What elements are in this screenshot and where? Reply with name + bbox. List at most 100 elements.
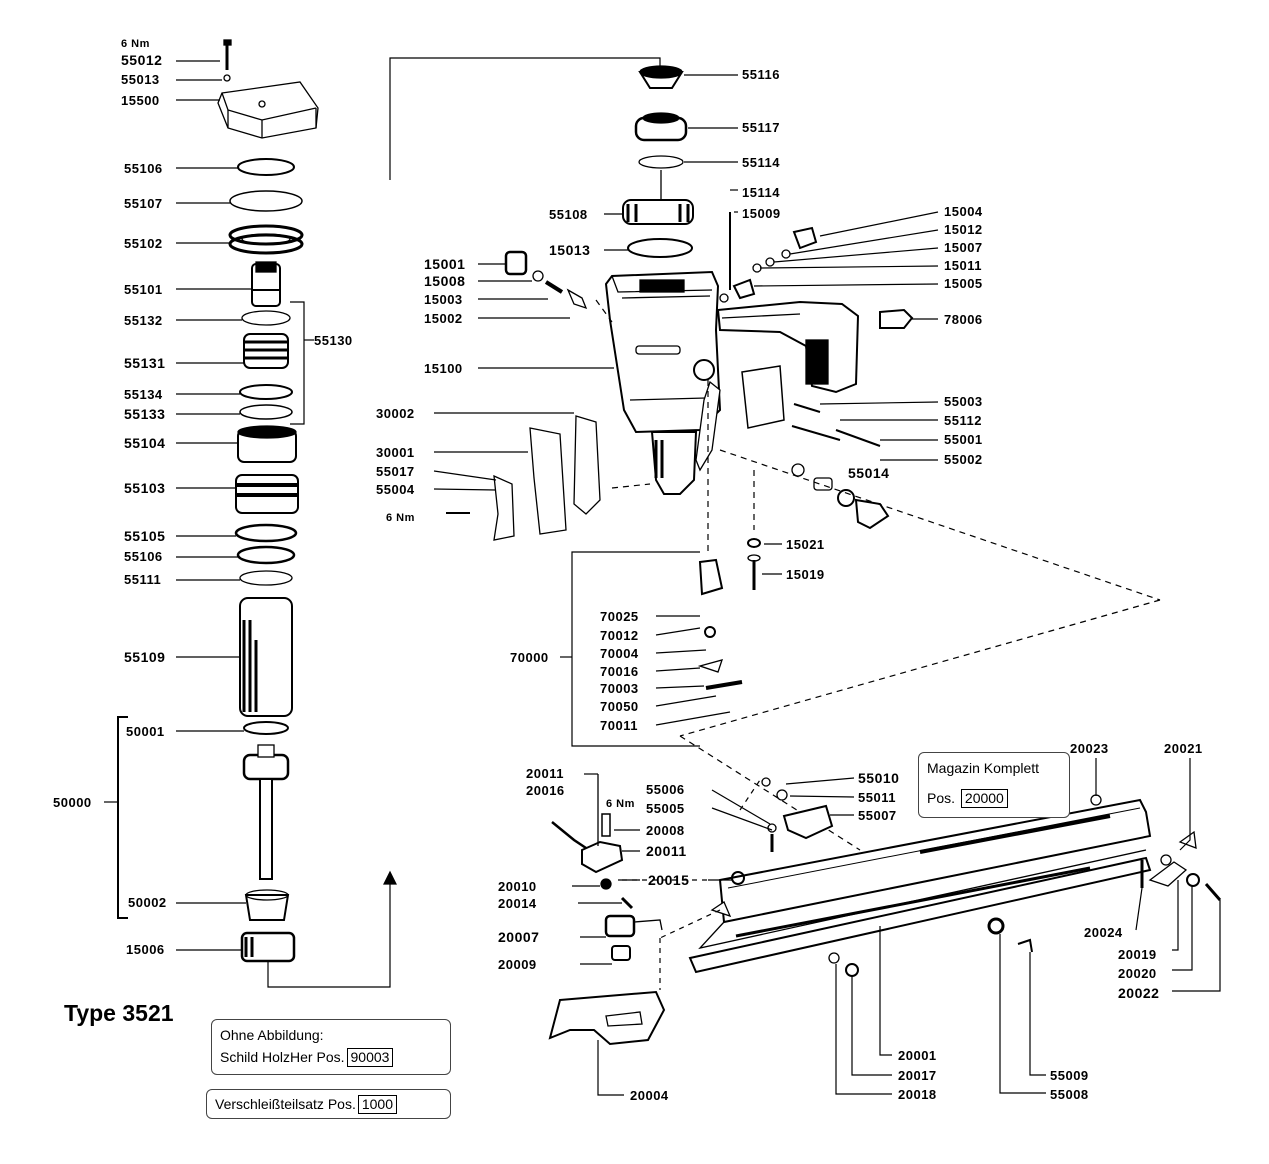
left-leader-lines: [104, 57, 661, 988]
magazine-pos-label: Pos.: [927, 790, 956, 806]
part-label-55109: 55109: [124, 649, 166, 665]
part-label-20008: 20008: [646, 823, 685, 838]
part-label-55103: 55103: [124, 480, 166, 496]
part-label-55114: 55114: [742, 155, 780, 170]
part-label-20017: 20017: [898, 1068, 937, 1083]
part-label-20007: 20007: [498, 929, 540, 945]
diagram-title: Type 3521: [64, 1000, 174, 1026]
part-label-55002: 55002: [944, 452, 983, 467]
part-label-55133: 55133: [124, 406, 166, 422]
part-label-55010: 55010: [858, 770, 900, 786]
part-label-20011: 20011: [526, 766, 564, 781]
part-label-15006: 15006: [126, 942, 165, 957]
part-label-55112: 55112: [944, 413, 982, 428]
part-label-55111: 55111: [124, 572, 162, 587]
part-label-55006: 55006: [646, 782, 685, 797]
part-label-20024: 20024: [1084, 925, 1123, 940]
part-label-20014: 20014: [498, 896, 537, 911]
part-label-20018: 20018: [898, 1087, 937, 1102]
part-label-15009: 15009: [742, 206, 781, 221]
magazine-box-pos: Pos. 20000: [927, 787, 1061, 809]
part-label-20019: 20019: [1118, 947, 1157, 962]
part-label-20004: 20004: [630, 1088, 669, 1103]
part-label-55101: 55101: [124, 282, 163, 297]
part-label-55013: 55013: [121, 72, 160, 87]
part-label-15100: 15100: [424, 361, 463, 376]
torque-label-mid: 6 Nm: [606, 798, 635, 810]
wear-parts-value: 1000: [357, 1095, 397, 1114]
part-label-55106: 55106: [124, 161, 163, 176]
part-label-20015: 20015: [648, 872, 690, 888]
part-label-50000: 50000: [53, 795, 92, 810]
left-stack-parts: [217, 39, 319, 963]
part-label-55105: 55105: [124, 528, 166, 544]
part-label-30002: 30002: [376, 406, 415, 421]
main-body-parts: [446, 65, 914, 690]
part-label-55007: 55007: [858, 808, 897, 823]
wear-parts-box: Verschleißteilsatz Pos.1000: [206, 1089, 451, 1119]
shield-note-line2: Schild HolzHer Pos.90003: [220, 1046, 442, 1068]
part-label-55011: 55011: [858, 790, 896, 805]
part-label-55132: 55132: [124, 313, 163, 328]
part-label-55102: 55102: [124, 236, 163, 251]
part-label-30001: 30001: [376, 445, 415, 460]
part-label-55004: 55004: [376, 482, 415, 497]
shield-note-box: Ohne Abbildung: Schild HolzHer Pos.90003: [211, 1019, 451, 1075]
part-label-55107: 55107: [124, 196, 163, 211]
part-label-55001: 55001: [944, 432, 983, 447]
shield-pos-value: 90003: [346, 1048, 394, 1067]
part-label-20020: 20020: [1118, 966, 1157, 981]
torque-label-top: 6 Nm: [121, 38, 150, 50]
part-label-15001: 15001: [424, 256, 466, 272]
part-label-15019: 15019: [786, 567, 825, 582]
part-label-50001: 50001: [126, 724, 165, 739]
part-label-70025: 70025: [600, 609, 639, 624]
part-label-55008: 55008: [1050, 1087, 1089, 1102]
wear-parts-label: Verschleißteilsatz Pos.: [215, 1096, 356, 1112]
magazine-parts: [548, 774, 1222, 1046]
part-label-15500: 15500: [121, 93, 160, 108]
torque-label-left: 6 Nm: [386, 512, 415, 524]
part-label-20016: 20016: [526, 783, 565, 798]
part-label-55104: 55104: [124, 435, 166, 451]
lower-leader-lines: [572, 758, 1221, 1096]
part-label-20011-b: 20011: [646, 843, 687, 859]
part-label-15008: 15008: [424, 273, 466, 289]
part-label-15021: 15021: [786, 537, 825, 552]
part-label-15012: 15012: [944, 222, 983, 237]
part-label-20009: 20009: [498, 957, 537, 972]
part-label-20010: 20010: [498, 879, 537, 894]
part-label-15114: 15114: [742, 185, 780, 200]
part-label-55003: 55003: [944, 394, 983, 409]
part-label-55131: 55131: [124, 355, 166, 371]
part-label-55009: 55009: [1050, 1068, 1089, 1083]
part-label-15011: 15011: [944, 258, 982, 273]
shield-pos-label: Schild HolzHer Pos.: [220, 1049, 345, 1065]
part-label-55014: 55014: [848, 465, 890, 481]
part-label-15004: 15004: [944, 204, 983, 219]
part-label-55106-b: 55106: [124, 549, 163, 564]
middle-leader-lines: [433, 74, 1161, 851]
part-label-15007: 15007: [944, 240, 983, 255]
part-label-55108: 55108: [549, 207, 588, 222]
part-label-15002: 15002: [424, 311, 463, 326]
part-label-20021: 20021: [1164, 741, 1203, 756]
part-label-70016: 70016: [600, 664, 639, 679]
part-label-20022: 20022: [1118, 985, 1160, 1001]
part-label-70011: 70011: [600, 718, 638, 733]
part-label-78006: 78006: [944, 312, 983, 327]
part-label-20001: 20001: [898, 1048, 937, 1063]
part-label-20023: 20023: [1070, 741, 1109, 756]
part-label-55130: 55130: [314, 333, 353, 348]
part-label-70012: 70012: [600, 628, 639, 643]
part-label-55117: 55117: [742, 120, 780, 135]
part-label-70050: 70050: [600, 699, 639, 714]
part-label-55005: 55005: [646, 801, 685, 816]
part-label-15003: 15003: [424, 292, 463, 307]
part-label-50002: 50002: [128, 895, 167, 910]
magazine-box-title: Magazin Komplett: [927, 760, 1040, 776]
part-label-55116: 55116: [742, 67, 780, 82]
part-label-55012: 55012: [121, 52, 163, 68]
part-label-70003: 70003: [600, 681, 639, 696]
